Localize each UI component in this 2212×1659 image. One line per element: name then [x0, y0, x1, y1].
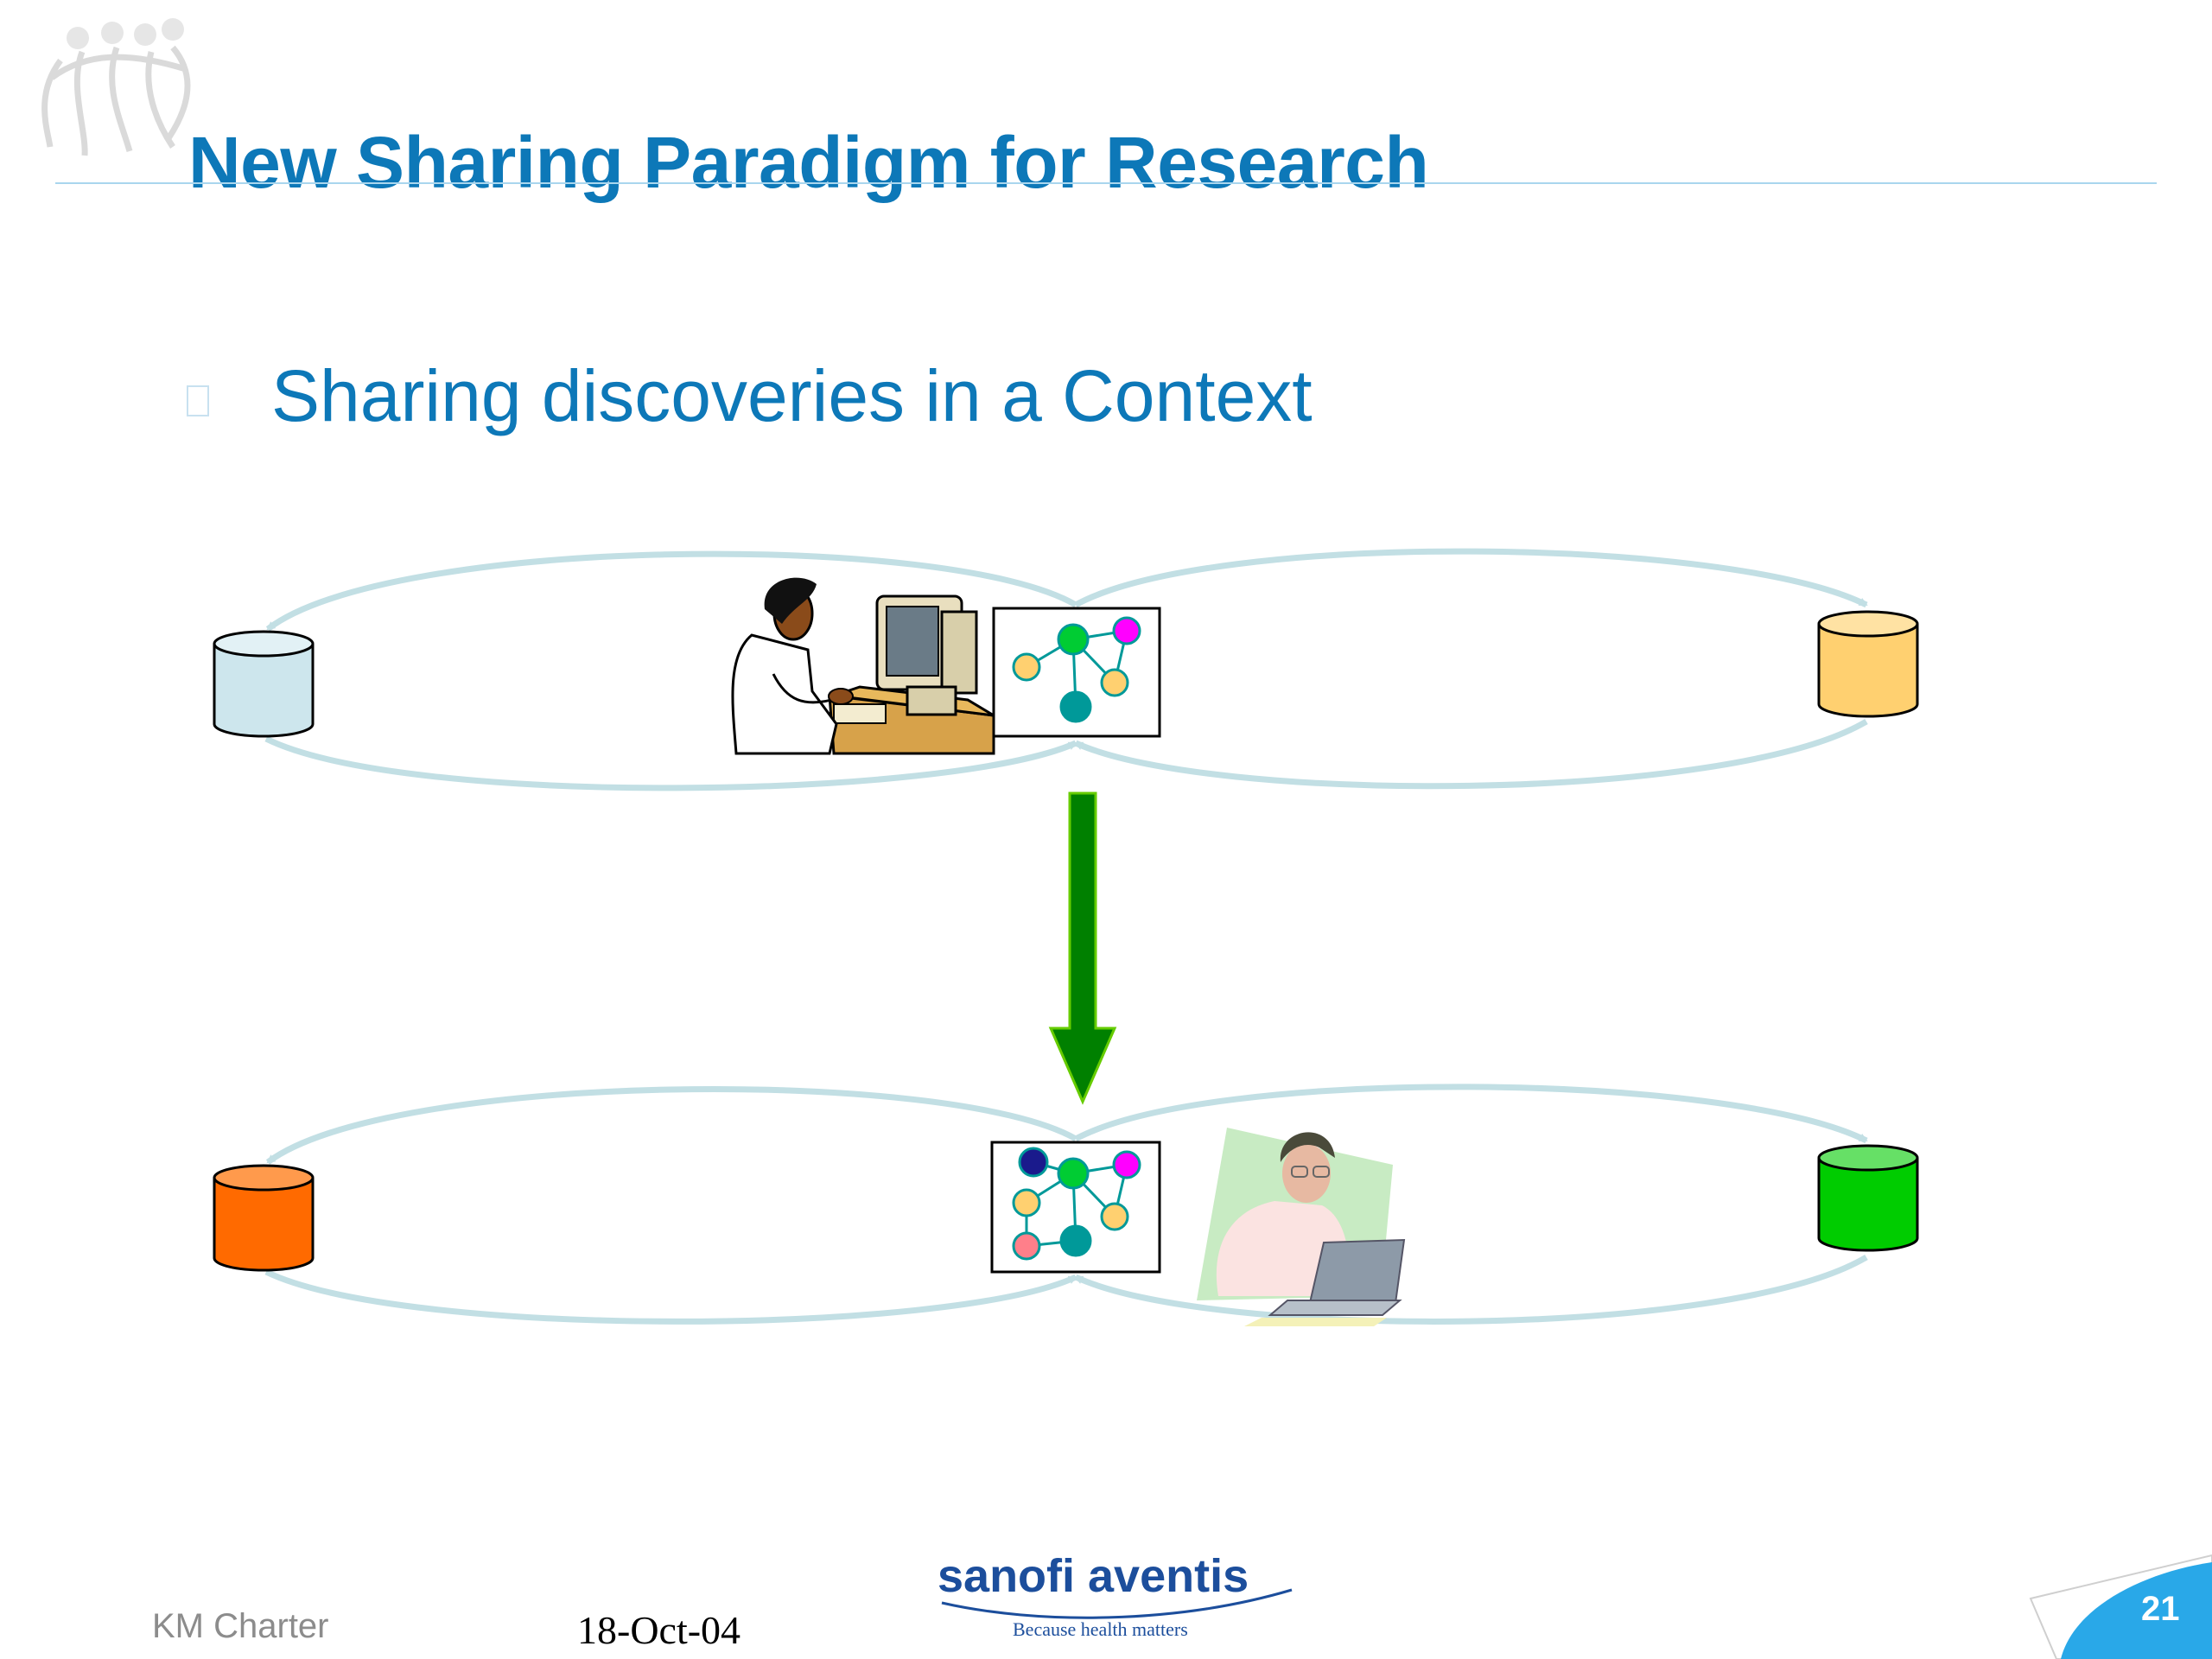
bottom-cycle [264, 1084, 1868, 1325]
scientist-at-computer-icon [731, 577, 995, 755]
database-bottom-left [213, 1164, 315, 1272]
page-number: 21 [2141, 1590, 2180, 1628]
database-bottom-right [1817, 1144, 1919, 1252]
man-with-laptop-icon [1197, 1128, 1406, 1326]
title-underline [55, 182, 2157, 184]
footer-date: 18-Oct-04 [577, 1608, 741, 1652]
brand-swoosh [941, 1588, 1293, 1619]
slide-title: New Sharing Paradigm for Research [188, 122, 1429, 203]
footer-label: KM Charter [152, 1607, 329, 1645]
people-logo-icon [41, 18, 191, 156]
database-top-left [213, 630, 315, 738]
database-top-right [1817, 610, 1919, 718]
network-graph-icon-bottom [990, 1141, 1161, 1274]
bullet-text: Sharing discoveries in a Context [271, 355, 1313, 436]
bullet-marker-icon [187, 385, 209, 416]
top-cycle [264, 548, 1868, 791]
down-arrow-icon [1048, 791, 1117, 1105]
brand-tagline: Because health matters [1013, 1618, 1188, 1640]
page-corner-tab [2029, 1554, 2212, 1659]
brand-logo-text: sanofi aventis [938, 1550, 1249, 1602]
network-graph-icon-top [992, 607, 1161, 738]
